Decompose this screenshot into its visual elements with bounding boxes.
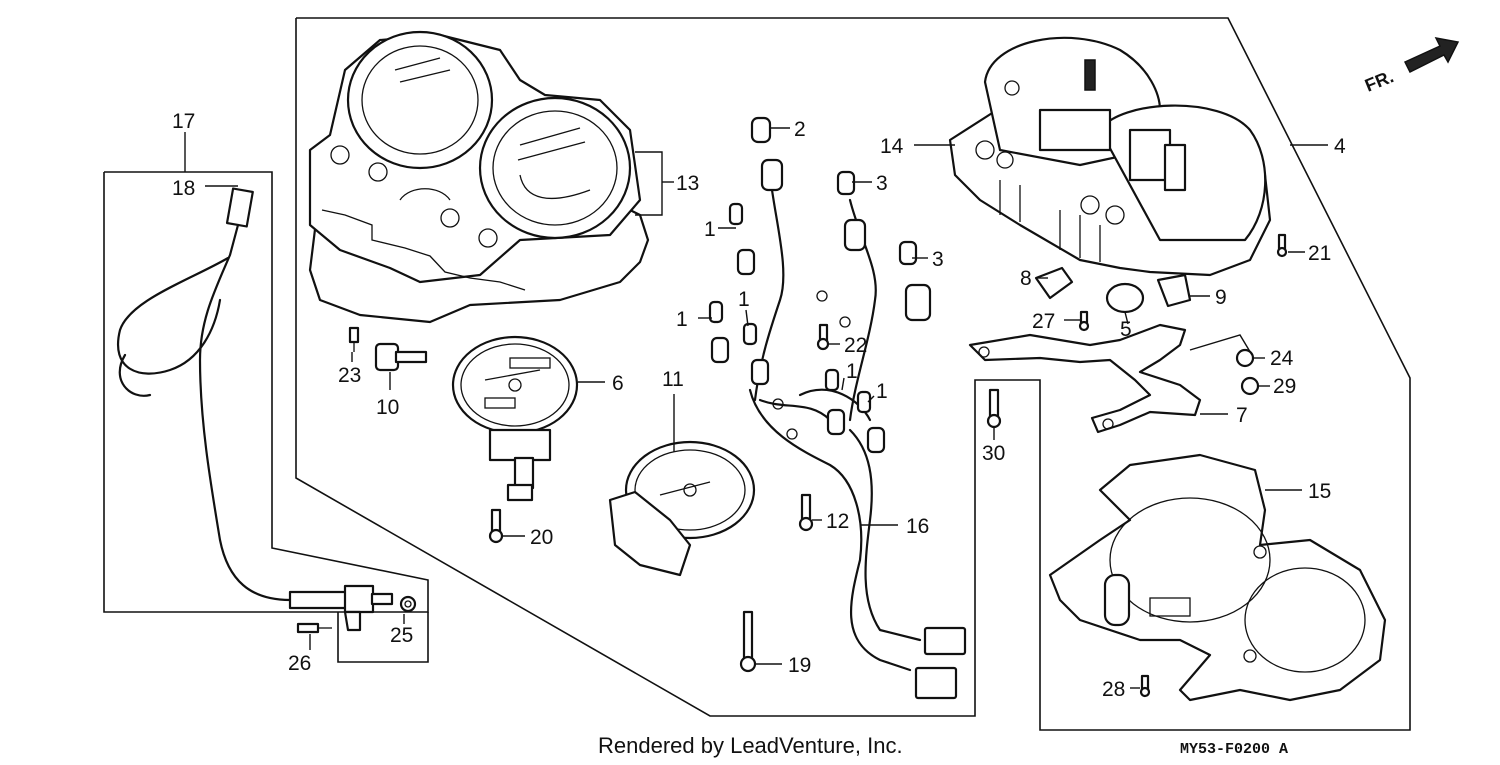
callout-3-lower: 3 [932,248,944,271]
trip-knob [348,326,428,372]
callout-26: 26 [288,652,311,675]
front-direction-arrow: FR. [1362,36,1460,96]
front-direction-label: FR. [1362,66,1396,95]
callout-1-b: 1 [676,308,688,331]
speedometer-cable [117,187,417,634]
callout-14: 14 [880,135,904,158]
callout-1-c: 1 [738,288,750,311]
callout-20: 20 [530,526,553,549]
callout-29: 29 [1273,375,1296,398]
callout-27: 27 [1032,310,1055,333]
callout-6: 6 [612,372,624,395]
callout-19: 19 [788,654,811,677]
lower-meter-cover [1048,453,1387,702]
callout-30: 30 [982,442,1005,465]
meter-bracket [968,266,1260,434]
callout-3-upper: 3 [876,172,888,195]
callout-12: 12 [826,510,849,533]
callout-16: 16 [906,515,929,538]
tachometer [608,440,756,577]
callout-22: 22 [844,334,867,357]
callout-18: 18 [172,177,195,200]
callout-28: 28 [1102,678,1125,701]
callout-7: 7 [1236,404,1248,427]
callout-11: 11 [662,368,684,391]
callout-1-a: 1 [704,218,716,241]
callout-1-d: 1 [846,360,858,383]
meter-case-lower [948,36,1272,277]
callout-8: 8 [1020,267,1032,290]
callout-2: 2 [794,118,806,141]
screws [488,233,1288,698]
speedometer [451,335,579,502]
callout-25: 25 [390,624,413,647]
assembly-frame [103,17,1411,731]
callout-1-e: 1 [876,380,888,403]
callout-5: 5 [1120,318,1132,341]
callout-10: 10 [376,396,399,419]
callout-17: 17 [172,110,195,133]
callout-23: 23 [338,364,361,387]
callout-24: 24 [1270,347,1294,370]
callout-15: 15 [1308,480,1331,503]
callout-4: 4 [1334,135,1346,158]
callout-numbers: 17 18 13 2 3 3 1 1 1 1 1 14 4 21 8 9 27 … [172,110,1346,701]
callout-13: 13 [676,172,699,195]
diagram-code: MY53-F0200 A [1180,741,1288,758]
callout-9: 9 [1215,286,1227,309]
meter-case-upper [308,30,650,324]
leader-lines [184,127,1328,689]
callout-21: 21 [1308,242,1331,265]
wire-harness [710,158,967,700]
render-credit: Rendered by LeadVenture, Inc. [598,733,903,758]
